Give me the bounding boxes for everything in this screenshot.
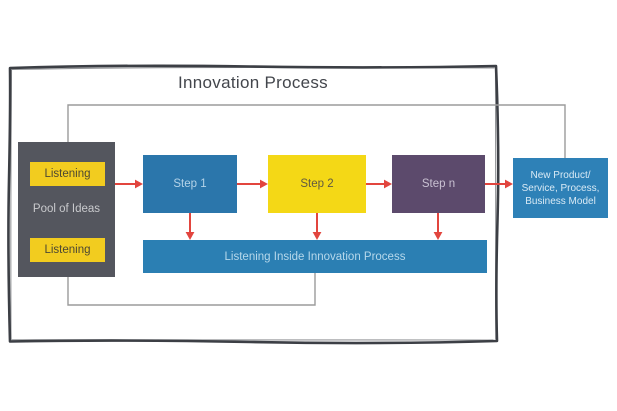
new-product-output-box: New Product/ Service, Process, Business …: [513, 158, 608, 218]
diagram-title: Innovation Process: [178, 73, 328, 92]
sketchy-frame: [7, 64, 500, 345]
arrow-stepn-to-output: [485, 179, 513, 189]
step-n-box: Step n: [392, 155, 485, 213]
feedback-line-top: [63, 104, 566, 161]
arrow-step2-to-bar: [312, 213, 322, 240]
arrow-step1-to-step2: [237, 179, 268, 189]
listening-bottom-box: Listening: [30, 238, 105, 262]
arrow-step1-to-bar: [185, 213, 195, 240]
listening-top-box: Listening: [30, 162, 105, 186]
arrow-step2-to-stepn: [366, 179, 392, 189]
arrow-pool-to-step1: [115, 179, 143, 189]
listening-inside-bar: Listening Inside Innovation Process: [143, 240, 487, 273]
arrow-stepn-to-bar: [433, 213, 443, 240]
flow-arrows: [115, 179, 513, 240]
step-2-box: Step 2: [268, 155, 366, 213]
pool-of-ideas-label: Pool of Ideas: [32, 203, 101, 215]
step-1-box: Step 1: [143, 155, 237, 213]
